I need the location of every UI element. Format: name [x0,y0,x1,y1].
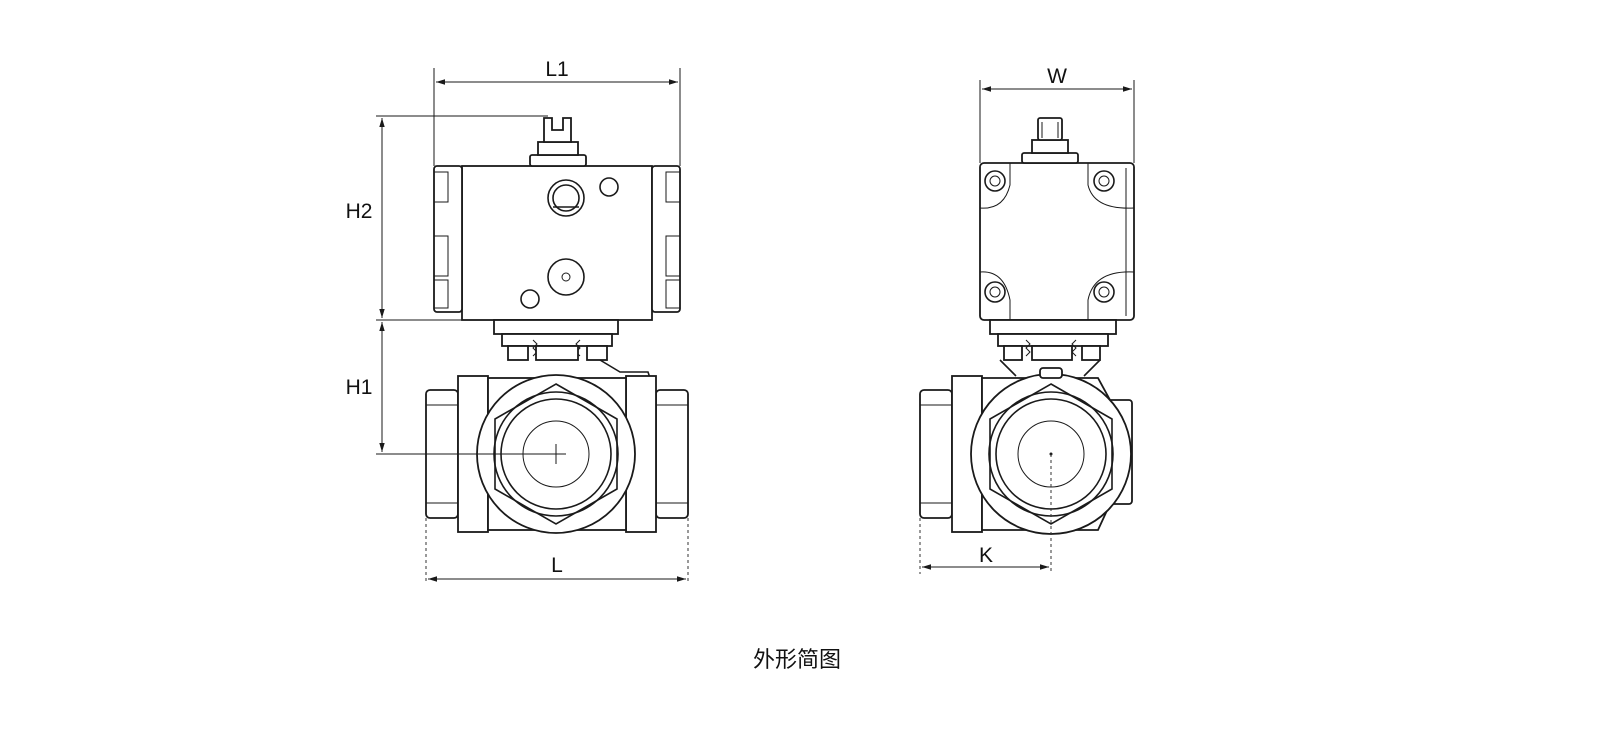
dimension-k-label: K [979,544,993,567]
dimension-w-label: W [1047,65,1067,88]
dimension-h1: H1 [346,322,556,455]
side-bracket [989,319,1117,377]
drawing-caption: 外形简图 [753,647,841,672]
dimension-h1-label: H1 [346,376,373,399]
front-actuator [433,165,681,321]
side-actuator [979,162,1135,321]
dimension-l1: L1 [433,58,681,166]
dimension-w: W [979,65,1135,163]
side-valve-body [919,367,1133,535]
side-shaft-top [1021,117,1079,164]
dimension-k: K [919,454,1052,574]
side-view: W K [919,65,1135,574]
front-view: L1 H2 H1 L [346,58,689,584]
front-bracket [493,319,651,379]
dimension-l-label: L [551,554,563,577]
dimension-l1-label: L1 [545,58,568,81]
dimension-h2: H2 [346,115,548,321]
front-shaft-top [529,117,587,167]
dimension-h2-label: H2 [346,200,373,223]
dimension-l: L [425,518,689,584]
